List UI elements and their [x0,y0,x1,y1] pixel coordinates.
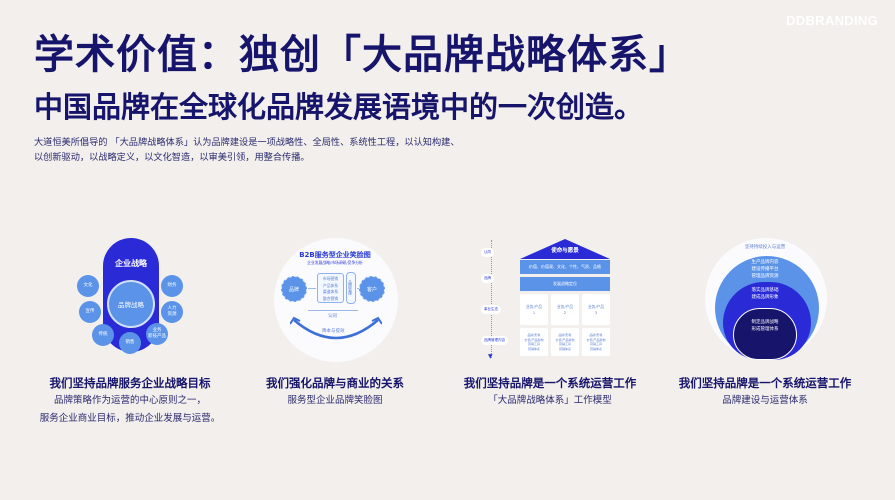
card-1-subtitle-2: 服务企业商业目标，推动企业发展与运营。 [39,413,221,424]
card-work-model: 认同 品牌 事业生态 品牌管理内容 ▼ 使命与愿景 价值、价值观、文化、个性、气… [450,232,650,362]
card-3-subtitle: 「大品牌战略体系」工作模型 [488,395,612,406]
enterprise-strategy-label: 企业战略 [115,259,147,268]
card-strategy: 企业战略 品牌战略 文化 宣传 传统 销售 业务 新技产品 人力 资源 财务 [30,232,230,362]
arrow-right-2 [357,288,359,289]
diagram-enterprise-strategy: 企业战略 品牌战略 文化 宣传 传统 销售 业务 新技产品 人力 资源 财务 [55,232,205,362]
smile-chart-subtitle: 企业发展战略/市场调研/竞争分析 [307,260,363,265]
smile-chart-box: 市场营销 产品体系 渠道体系 整合营销 [317,273,344,303]
card-1-title: 我们坚持品牌服务企业战略目标 [49,376,211,390]
core-label-2: 形成管理体系 [751,327,779,332]
ring2-label-3: 管理品牌资源 [751,274,779,279]
arrow-right [308,288,316,289]
roof-shape [520,239,610,259]
axis-tag: 品牌 [481,274,494,283]
card-3-title: 我们坚持品牌是一个系统运营工作 [463,376,637,390]
outer-label: 坚持持续投入与运营 [744,245,786,250]
card-smile-chart: B2B服务型企业笑脸图 企业发展战略/市场调研/竞争分析 市场营销 产品体系 渠… [235,232,435,362]
ring-core [733,308,797,360]
description-line-1: 大道恒美所倡导的 「大品牌战略体系」认为品牌建设是一项战略性、全局性、系统性工程… [34,137,460,148]
satellite-hr: 人力 资源 [161,301,183,323]
card-1-subtitle-1: 品牌策略作为运营的中心原则之一， [53,395,206,406]
diagram-smile-chart: B2B服务型企业笑脸图 企业发展战略/市场调研/竞争分析 市场营销 产品体系 渠… [260,232,410,362]
strategy-bar: 发展战略定位 [520,277,610,291]
page-subtitle: 中国品牌在全球化品牌发展语境中的一次创造。 [34,90,644,124]
timeline-axis [491,240,492,358]
ring3-label-1: 落实品牌基础 [751,288,779,293]
card-4-title: 我们坚持品牌是一个系统运营工作 [678,376,852,390]
ring3-label-2: 建成品牌形象 [751,295,779,300]
smile-curve-icon [290,316,382,340]
brand-cell: 品牌/形象 价值/产品架构 营销工具 营销体系 [582,328,610,356]
satellite-publicity: 宣传 [79,301,101,323]
satellite-finance: 财务 [161,275,183,297]
values-bar: 价值、价值观、文化、个性、气质、品格 [520,260,610,274]
brand-cell: 品牌/形象 价值/产品架构 营销工具 营销体系 [520,328,548,356]
business-cell: 业务/产品 3 [582,294,610,325]
arrow-back-label: 认同 [328,314,337,319]
box-item: 市场营销 [322,276,339,281]
business-cell: 业务/产品 2 [551,294,579,325]
card-2-subtitle: 服务型企业品牌笑脸图 [287,395,383,406]
node-brand: 品牌 [281,276,307,302]
satellite-culture: 文化 [77,275,99,297]
satellite-business: 业务 新技产品 [146,323,168,345]
diagram-work-model: 认同 品牌 事业生态 品牌管理内容 ▼ 使命与愿景 价值、价值观、文化、个性、气… [475,232,625,362]
card-operation-system: 坚持持续投入与运营 生产品牌内容 建设传播平台 管理品牌资源 落实品牌基础 建成… [665,232,865,362]
card-2-title: 我们强化品牌与商业的关系 [266,376,404,390]
ring2-label-1: 生产品牌内容 [751,260,779,265]
arrow-back [308,310,358,311]
card-4-subtitle: 品牌建设与运营体系 [722,395,808,406]
description-line-2: 以创新驱动，以战略定义，以文化智造，以审美引领，用整合传播。 [34,152,310,163]
box-item: 整合营销 [322,295,339,301]
box-item: 渠道体系 [322,289,339,294]
node-customer: 客户 [359,276,385,302]
brand-logo: DDBRANDING [786,13,878,28]
mission-vision-label: 使命与愿景 [551,248,579,254]
page-title: 学术价值：独创「大品牌战略体系」 [34,32,690,78]
axis-arrow-icon: ▼ [488,353,493,360]
axis-tag: 品牌管理内容 [481,336,508,345]
business-cell: 业务/产品 1 [520,294,548,325]
smile-chart-side-box: 品牌管理 [346,272,356,304]
smile-label: 降本与提效 [322,329,345,334]
axis-tag: 认同 [481,248,494,257]
brand-cell: 品牌/形象 价值/产品架构 营销工具 营销体系 [551,328,579,356]
axis-tag: 事业生态 [481,305,501,314]
box-item: 产品体系 [322,282,339,288]
smile-chart-title: B2B服务型企业笑脸图 [299,251,371,259]
ring2-label-2: 建设传播平台 [751,267,779,272]
diagram-operation-system: 坚持持续投入与运营 生产品牌内容 建设传播平台 管理品牌资源 落实品牌基础 建成… [690,232,840,362]
brand-strategy-core: 品牌战略 [107,280,155,328]
satellite-tradition: 传统 [92,324,114,346]
satellite-sales: 销售 [119,332,141,354]
core-label-1: 制定品牌战略 [751,320,779,325]
description: 大道恒美所倡导的 「大品牌战略体系」认为品牌建设是一项战略性、全局性、系统性工程… [34,135,460,165]
